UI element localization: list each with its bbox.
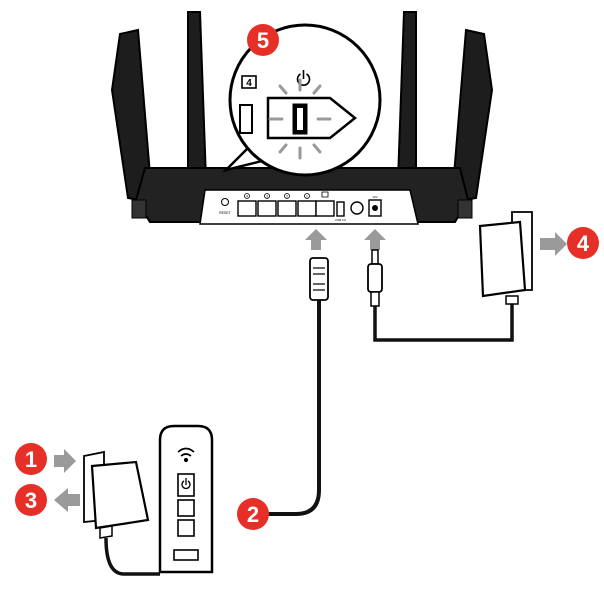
power-icon <box>296 70 311 86</box>
modem <box>158 424 214 574</box>
modem-slot <box>173 549 199 561</box>
lan-port-label-3: 3 <box>266 194 268 198</box>
svg-text:4: 4 <box>577 231 590 256</box>
power-label: 12V <box>372 195 377 199</box>
lan-port-label-2: 2 <box>286 194 288 198</box>
svg-text:1: 1 <box>25 447 37 472</box>
svg-text:3: 3 <box>25 488 37 513</box>
lan-port-2[interactable] <box>277 200 297 217</box>
svg-text:4: 4 <box>246 78 252 89</box>
step-badge-1: 1 <box>15 443 47 475</box>
usb-port[interactable] <box>336 201 345 217</box>
reset-label: RESET <box>219 211 232 215</box>
lan-port-3[interactable] <box>257 200 277 217</box>
lan-port-label-4: 4 <box>246 194 248 198</box>
arrow-adapter-out-of-outlet <box>54 488 80 512</box>
modem-indicator-2 <box>177 519 195 537</box>
reset-button[interactable] <box>221 198 229 206</box>
arrow-to-power-jack <box>364 229 386 250</box>
arrow-adapter-to-outlet <box>540 232 567 256</box>
lan-ports: 4 3 2 1 <box>237 193 317 217</box>
modem-power-adapter <box>83 450 160 576</box>
wan-port[interactable] <box>315 200 335 217</box>
router: RESET 4 3 2 1 USB 3.0 12V <box>110 11 494 225</box>
step-badge-5: 5 <box>247 24 279 56</box>
arrow-to-wan <box>305 229 327 250</box>
svg-text:2: 2 <box>247 502 259 527</box>
usb-label: USB 3.0 <box>335 218 347 222</box>
power-button-zoom[interactable] <box>266 96 358 140</box>
router-arrows <box>305 229 386 250</box>
port-4-icon: 4 <box>241 75 257 89</box>
power-button-zoom-callout: 4 <box>221 23 382 177</box>
svg-text:5: 5 <box>257 28 269 53</box>
arrow-adapter-into-outlet <box>54 449 76 473</box>
step-badge-4: 4 <box>567 227 599 259</box>
modem-indicator-1 <box>177 499 195 517</box>
wifi-icon <box>177 447 195 463</box>
step-badge-3: 3 <box>15 484 47 516</box>
dc-plug <box>371 249 379 265</box>
usb-slot-zoom <box>239 104 253 134</box>
router-power-cable <box>367 249 514 342</box>
globe-icon <box>321 191 329 198</box>
led-glow-rays <box>268 78 332 160</box>
lan-port-4[interactable] <box>237 200 257 217</box>
modem-power-icon <box>181 478 191 490</box>
ethernet-cable <box>238 257 329 516</box>
lan-port-1[interactable] <box>297 200 317 217</box>
power-button[interactable] <box>350 201 364 215</box>
ethernet-connector <box>309 257 329 301</box>
router-power-adapter <box>478 211 533 305</box>
step-badge-2: 2 <box>237 498 269 530</box>
lan-port-label-1: 1 <box>306 194 308 198</box>
